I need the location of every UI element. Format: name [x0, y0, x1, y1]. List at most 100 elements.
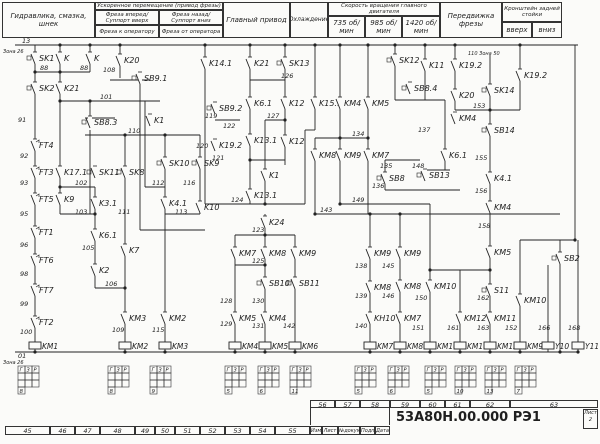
wire-number: 105 [82, 244, 94, 252]
junction-dot [248, 43, 252, 47]
contact-km5: KM5 [230, 311, 256, 325]
contact-km7: KM7 [395, 311, 422, 325]
contact-label: KM9 [374, 249, 391, 258]
sheet-label: Лист [584, 410, 597, 416]
header-rapid-to-operator: Фреза к оператору [95, 25, 159, 38]
junction-dot [576, 350, 580, 354]
contact-ft2: FT2 [30, 315, 54, 329]
header-main-drive: Главный привод [223, 2, 290, 38]
wire-number: 158 [478, 222, 490, 230]
table-header: Г [457, 368, 461, 374]
wire-number: 136 [372, 182, 384, 190]
junction-dot [263, 263, 267, 267]
junction-dot [58, 99, 62, 103]
contact-k17-1: K17.1 [55, 165, 87, 179]
wire-number: 100 [20, 328, 32, 336]
junction-dot [428, 268, 432, 272]
contact-label: SK11 [99, 168, 120, 177]
coil-km9: KM9 [513, 341, 543, 351]
coil-label: KM3 [172, 342, 188, 351]
contact-sb8-3: SB8.3 [81, 115, 117, 129]
contact-km3: KM3 [120, 311, 146, 325]
contact-k15-1: K15.1 [310, 96, 342, 110]
junction-dot [123, 133, 127, 137]
contact-label: FT4 [39, 141, 54, 150]
header-cooling: Охлаждение [290, 2, 328, 38]
coil-label: KM4 [242, 342, 258, 351]
coil-label: KM2 [132, 342, 148, 351]
coil-km3: KM3 [158, 341, 188, 351]
header-speed-735: 735 об/мин [328, 16, 365, 38]
contact-km4: KM4 [450, 111, 476, 125]
contact-label: K [94, 54, 100, 63]
table-header: Г [427, 368, 431, 374]
wire-number: 153 [473, 102, 485, 110]
coil-label: KM12 [497, 342, 518, 351]
contact-label: K24 [269, 218, 284, 227]
junction-dot [293, 350, 297, 354]
title-column-header: Подп [360, 426, 375, 435]
wire-number: 127 [267, 112, 280, 120]
wire-number: 135 [380, 162, 392, 170]
contact-label: KM8 [404, 282, 421, 291]
wire-number: 130 [252, 297, 264, 305]
table-ref-number: 13 [487, 389, 494, 395]
contact-label: SK1 [39, 54, 54, 63]
coil-km6: KM6 [288, 341, 318, 351]
contact-label: FT3 [39, 168, 54, 177]
coil-label: KM10 [437, 342, 458, 351]
contact-label: K6.1 [99, 231, 117, 240]
title-zone-cell: 62 [470, 400, 510, 409]
contact-label: KM4 [344, 99, 361, 108]
contact-k: K [55, 51, 70, 65]
junction-dot [518, 43, 522, 47]
contact-label: KM4 [494, 203, 511, 212]
contact-km4: KM4 [260, 311, 286, 325]
contact-k6-1: K6.1 [90, 228, 117, 242]
contact-km7: KM7 [230, 246, 257, 260]
contact-label: SK10 [169, 159, 190, 168]
zone-cell: 52 [200, 426, 225, 435]
contact-label: KH10 [374, 314, 395, 323]
junction-dot [118, 43, 122, 47]
coil-label: KM1 [42, 342, 58, 351]
coil-label: KM9 [527, 342, 543, 351]
wire-number: 161 [447, 324, 459, 332]
wire-number: 88 [40, 64, 48, 72]
junction-dot [338, 202, 342, 206]
contact-label: KM12 [464, 314, 486, 323]
wire-number: 91 [18, 116, 26, 124]
contact-k10: K10 [195, 200, 219, 214]
contact-km8: KM8 [260, 246, 286, 260]
contact-label: K4.1 [169, 199, 187, 208]
table-header: Г [227, 368, 231, 374]
contact-label: FT1 [39, 228, 54, 237]
contact-sk2: SK2 [26, 81, 54, 95]
contact-label: SK12 [399, 56, 420, 65]
contact-sb9-1: SB9.1 [131, 71, 167, 85]
table-header: Г [110, 368, 114, 374]
wire-number: 98 [20, 270, 28, 278]
contact-sb9-2: SB9.2 [206, 101, 242, 115]
table-header: Г [390, 368, 394, 374]
contact-k12: K12 [280, 134, 304, 148]
header-rapid-fwd: Фреза вперед/Суппорт вверх [95, 10, 159, 25]
table-ref-number: 5 [227, 389, 231, 395]
coil-label: Y11 [585, 342, 599, 351]
coil-label: KM11 [467, 342, 488, 351]
contact-label: KM9 [344, 151, 361, 160]
contact-label: FT6 [39, 256, 54, 265]
wire-number: 125 [252, 257, 264, 265]
junction-dot [263, 202, 267, 206]
contact-k: K [85, 51, 100, 65]
contact-label: KM7 [404, 314, 422, 323]
wire-number: 131 [252, 322, 264, 330]
wire-number: 95 [20, 210, 28, 218]
contact-k1: K1 [260, 168, 279, 182]
contact-label: K12 [289, 137, 304, 146]
table-ref-number: 5 [357, 389, 361, 395]
